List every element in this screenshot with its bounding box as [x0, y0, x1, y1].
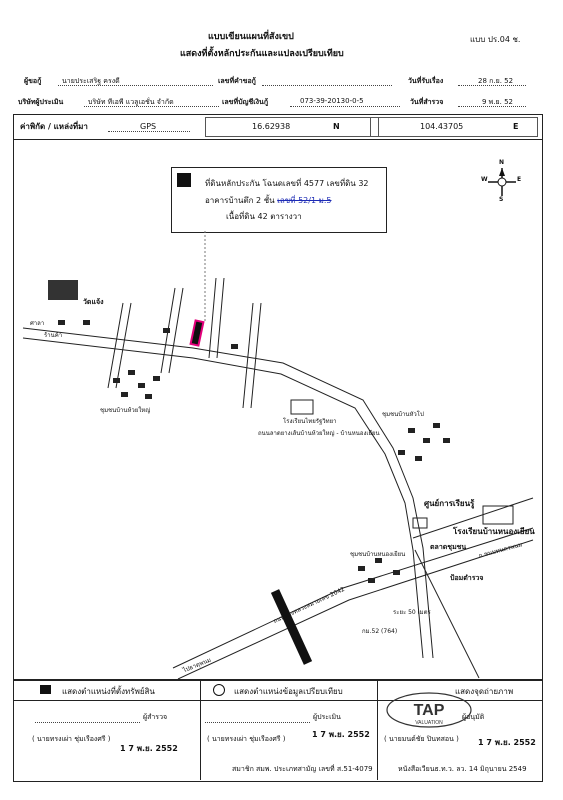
- stamp-text: TAP: [414, 702, 445, 719]
- side-street-4: [242, 302, 254, 409]
- highway-edge-a: [172, 527, 534, 669]
- subject-marker-square: [177, 173, 191, 187]
- lat-value: 16.62938: [252, 122, 291, 131]
- label-school-1: โรงเรียนไทยรัฐวิทยา: [283, 418, 337, 425]
- appraiser-name: ( นายทรงเผ่า ชุ่มเรืองศรี ): [207, 735, 286, 743]
- callout-parcel-no: 32: [358, 179, 369, 188]
- side-street-3: [208, 277, 217, 359]
- lon-box: [370, 117, 538, 137]
- department-label: เลขที่คำขอกู้: [218, 77, 256, 85]
- customer-value: นายประเสริฐ ครงดี: [62, 77, 120, 85]
- label-pavilion: ศาลา: [30, 320, 45, 327]
- coords-label: ค่าพิกัด / แหล่งที่มา: [20, 122, 88, 131]
- callout-line-1: ที่ดินหลักประกัน โฉนดเลขที่ 4577 เลขที่ด…: [205, 177, 369, 190]
- compass-n: N: [499, 159, 505, 166]
- label-village-1: ชุมชนบ้านห้วยใหญ่: [100, 407, 151, 414]
- label-distance: ระยะ 50 เมตร: [393, 609, 431, 616]
- label-police: ป้อมตำรวจ: [450, 574, 484, 582]
- lon-direction: E: [513, 122, 519, 131]
- school-2-icon: [482, 505, 514, 525]
- legend-subject: แสดงตำแหน่งที่ตั้งทรัพย์สิน: [62, 687, 155, 696]
- legend-photo: แสดงจุดถ่ายภาพ: [455, 687, 514, 696]
- comparable-bar: [270, 589, 313, 665]
- label-km-marker: กม.52 (764): [362, 628, 398, 635]
- survey-date-label: วันที่สำรวจ: [410, 98, 444, 106]
- valuer-role: ผู้อนุมัติ: [462, 713, 485, 721]
- title-line-2: แสดงที่ตั้งหลักประกันและแปลงเปรียบเทียบ: [180, 49, 344, 59]
- surveyor-name: ( นายทรงเผ่า ชุ่มเรืองศรี ): [32, 735, 111, 743]
- side-street-1b: [115, 302, 132, 389]
- appraiser-company-label: บริษัทผู้ประเมิน: [18, 98, 64, 106]
- callout-deed-no: 4577: [303, 179, 325, 188]
- title-line-1: แบบเขียนแผนที่สังเขป: [208, 32, 294, 42]
- company-stamp-icon: TAP VALUATION: [386, 692, 472, 728]
- form-number: แบบ ปร.04 ช.: [470, 35, 521, 44]
- side-street-1: [107, 302, 124, 389]
- valuer-date: 1 7 พ.ย. 2552: [478, 738, 536, 747]
- side-street-2b: [168, 287, 184, 374]
- compass-w: W: [481, 176, 488, 183]
- appraiser-date: 1 7 พ.ย. 2552: [312, 730, 370, 739]
- callout-building: อาคารบ้านตึก 2 ชั้น: [205, 196, 275, 205]
- label-learning-center: ศูนย์การเรียนรู้: [424, 499, 475, 508]
- school-1-icon: [290, 399, 314, 415]
- legend-row: [13, 679, 543, 701]
- lon-value: 104.43705: [420, 122, 464, 131]
- coords-row: [13, 114, 543, 140]
- temple-icon: [48, 280, 78, 300]
- compass-s: S: [499, 196, 504, 203]
- subject-marker: [189, 319, 205, 347]
- callout-line-3: เนื้อที่ดิน 42 ตารางวา: [226, 212, 302, 221]
- customer-label: ผู้ขอกู้: [24, 77, 42, 85]
- callout-struck-address: เลขที่ 52/1 ม.5: [277, 196, 332, 205]
- callout-deed-prefix: ที่ดินหลักประกัน โฉนดเลขที่: [205, 179, 302, 188]
- label-local-road: ถนนลาดยางเส้นบ้านห้วยใหญ่ - บ้านหนองเยีย…: [258, 430, 380, 437]
- appraiser-company-value: บริษัท ทีเอพี แวลูเอชั่น จำกัด: [88, 98, 174, 106]
- lat-direction: N: [333, 122, 340, 131]
- legend-subject-icon: [40, 685, 51, 694]
- stamp-sub: VALUATION: [415, 720, 443, 726]
- account-label: เลขที่บัญชีเงินกู้: [222, 98, 269, 106]
- account-value: 073-39-20130-0-5: [300, 97, 364, 105]
- local-road-edge-a: [22, 327, 434, 659]
- subject-callout: [171, 167, 387, 233]
- lat-box: [205, 117, 379, 137]
- label-temple: วัดแจ้ง: [83, 298, 104, 306]
- coords-source: GPS: [140, 122, 157, 131]
- label-market: ตลาดชุมชน: [430, 543, 467, 551]
- footer-circular: หนังสือเวียนธ.ท.ว. ลว. 14 มิถุนายน 2549: [398, 765, 527, 773]
- legend-compare: แสดงตำแหน่งข้อมูลเปรียบเทียบ: [234, 687, 343, 696]
- legend-compare-icon: [213, 684, 225, 696]
- branch-road-2: [414, 549, 480, 679]
- compass-icon: [488, 168, 516, 196]
- branch-road: [412, 497, 534, 539]
- label-village-3: ชุมชนบ้านหนองเยียน: [350, 551, 406, 558]
- survey-date-value: 9 พ.ย. 52: [482, 98, 513, 106]
- side-street-4b: [250, 302, 262, 409]
- label-village-2: ชุมชนบ้านหัวโป: [382, 411, 424, 418]
- callout-parcel-label: เลขที่ดิน: [326, 179, 356, 188]
- village-houses: [58, 320, 450, 583]
- compass-e: E: [517, 176, 522, 183]
- receive-date-value: 28 ก.ย. 52: [478, 77, 514, 85]
- highway-edge-b: [177, 539, 534, 679]
- label-school-2: โรงเรียนบ้านหนองเยียน: [453, 527, 535, 536]
- market-icon: [412, 517, 428, 529]
- appraiser-role: ผู้ประเมิน: [313, 713, 341, 721]
- surveyor-role: ผู้สำรวจ: [143, 713, 168, 721]
- label-shop: ร้านค้า: [44, 332, 63, 339]
- site-map: [22, 231, 534, 679]
- receive-date-label: วันที่รับเรื่อง: [408, 77, 444, 85]
- surveyor-date: 1 7 พ.ย. 2552: [120, 744, 178, 753]
- local-road-edge-b: [22, 337, 424, 659]
- callout-line-2: อาคารบ้านตึก 2 ชั้น เลขที่ 52/1 ม.5: [205, 194, 331, 207]
- footer-member: สมาชิก สมพ. ประเภทสามัญ เลขที่ ส.51-4079: [232, 765, 373, 773]
- valuer-name: ( นายมนต์ชัย ปินทสอน ): [384, 735, 459, 743]
- side-street-3b: [216, 277, 225, 359]
